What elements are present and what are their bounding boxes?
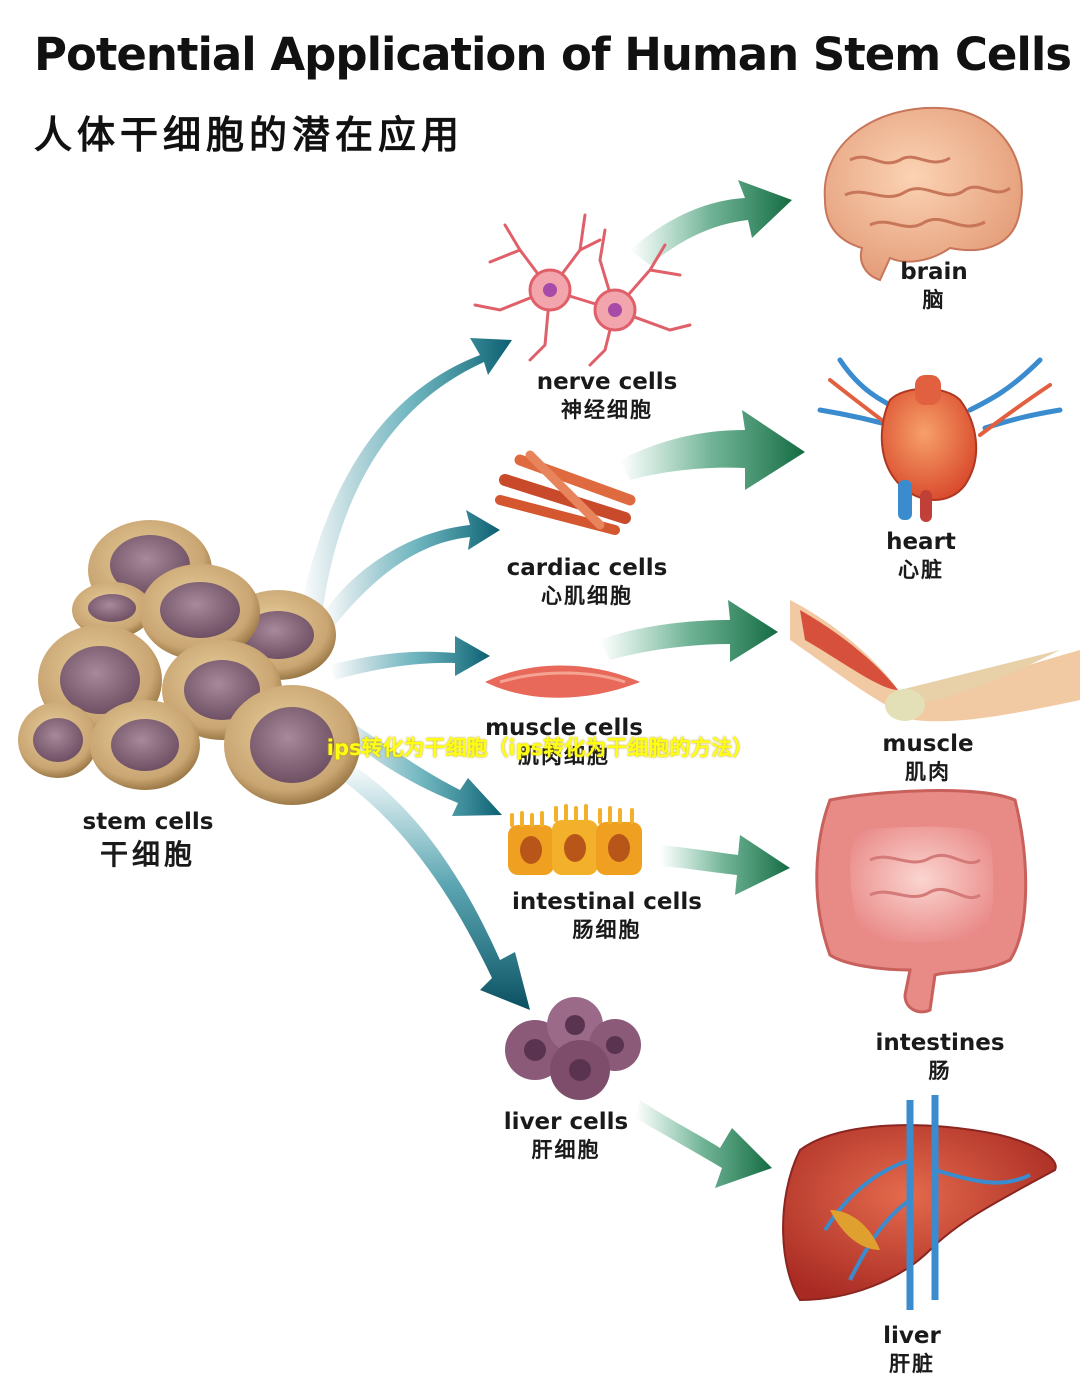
watermark-caption: ips转化为干细胞（ips转化为干细胞的方法） bbox=[326, 736, 754, 760]
liver-label-zh: 肝脏 bbox=[888, 1352, 935, 1376]
intestinal-cells-label-zh: 肠细胞 bbox=[572, 918, 642, 942]
liver-image bbox=[782, 1095, 1057, 1310]
liver-cells-label: liver cells 肝细胞 bbox=[504, 1108, 628, 1164]
muscle-cells-image bbox=[485, 665, 640, 698]
arrow-to-nerve-cells bbox=[300, 338, 512, 615]
nerve-cells-label-en: nerve cells bbox=[536, 369, 678, 395]
nerve-cells-label: nerve cells 神经细胞 bbox=[537, 368, 678, 424]
arrow-to-muscle bbox=[600, 600, 778, 662]
nerve-cells-image bbox=[473, 213, 692, 367]
intestinal-cells-label: intestinal cells 肠细胞 bbox=[512, 888, 702, 944]
intestines-label-en: intestines bbox=[875, 1030, 1005, 1056]
brain-label-en: brain bbox=[900, 259, 968, 285]
stem-cells-label-zh: 干细胞 bbox=[99, 838, 197, 871]
muscle-label-zh: 肌肉 bbox=[905, 760, 951, 784]
intestinal-cells-image bbox=[508, 804, 642, 875]
stem-cells-label-en: stem cells bbox=[82, 809, 214, 835]
liver-cells-label-zh: 肝细胞 bbox=[531, 1138, 601, 1162]
stem-cell-cluster-image bbox=[18, 520, 360, 805]
heart-label-en: heart bbox=[886, 529, 956, 555]
intestines-label-zh: 肠 bbox=[928, 1059, 952, 1083]
liver-label: liver 肝脏 bbox=[883, 1322, 941, 1378]
liver-cells-image bbox=[505, 997, 641, 1100]
cardiac-cells-label: cardiac cells 心肌细胞 bbox=[507, 554, 668, 610]
nerve-cells-label-zh: 神经细胞 bbox=[560, 398, 653, 422]
intestines-label: intestines 肠 bbox=[875, 1029, 1004, 1085]
arrow-to-intestinal-cells bbox=[335, 715, 502, 816]
arrow-to-cardiac-cells bbox=[322, 510, 500, 625]
page-subtitle: 人体干细胞的潜在应用 bbox=[34, 113, 465, 157]
stem-cells-label: stem cells 干细胞 bbox=[83, 808, 214, 874]
arrow-to-liver bbox=[635, 1100, 772, 1188]
muscle-label-en: muscle bbox=[882, 731, 974, 757]
arrow-to-intestines bbox=[660, 835, 790, 895]
heart-image bbox=[817, 357, 1063, 522]
heart-label: heart 心脏 bbox=[886, 528, 956, 584]
brain-label: brain 脑 bbox=[900, 258, 968, 314]
intestinal-cells-label-en: intestinal cells bbox=[512, 889, 702, 915]
muscle-cells-label: muscle cells 肌肉细胞 bbox=[485, 714, 643, 770]
arrow-to-brain bbox=[630, 180, 792, 265]
brain-label-zh: 脑 bbox=[922, 288, 946, 312]
muscle-label: muscle 肌肉 bbox=[882, 730, 973, 786]
stem-to-cell-arrows bbox=[300, 338, 530, 1010]
cardiac-cells-label-en: cardiac cells bbox=[506, 555, 668, 581]
muscle-cells-label-en: muscle cells bbox=[485, 715, 643, 741]
arrow-to-liver-cells bbox=[335, 760, 530, 1010]
arrow-to-muscle-cells bbox=[330, 636, 490, 680]
liver-label-en: liver bbox=[883, 1323, 941, 1349]
muscle-image bbox=[790, 600, 1080, 722]
liver-cells-label-en: liver cells bbox=[503, 1109, 629, 1135]
heart-label-zh: 心脏 bbox=[898, 558, 944, 582]
cardiac-cells-label-zh: 心肌细胞 bbox=[540, 584, 633, 608]
page-title: Potential Application of Human Stem Cell… bbox=[34, 28, 1072, 81]
arrow-to-heart bbox=[620, 410, 805, 490]
cell-to-organ-arrows bbox=[600, 180, 805, 1188]
brain-image bbox=[823, 106, 1023, 282]
intestines-image bbox=[815, 789, 1028, 1014]
muscle-cells-label-zh: 肌肉细胞 bbox=[517, 744, 610, 768]
cardiac-cells-image bbox=[495, 450, 636, 535]
